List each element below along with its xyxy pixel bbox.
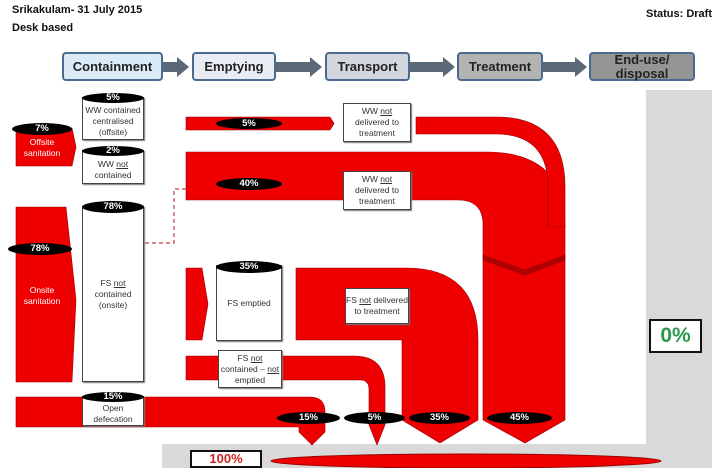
output-pct-1: 15% — [277, 412, 340, 424]
enduse-band — [646, 90, 712, 455]
status-label: Status: Draft — [645, 8, 712, 20]
step-containment: Containment — [62, 52, 163, 81]
open-defecation-pct: 15% — [82, 392, 144, 402]
offsite-pct: 7% — [12, 123, 72, 135]
flow-ww-5-b — [415, 116, 566, 228]
fs-not-emptied-box: FS not contained – not emptied — [218, 350, 282, 388]
dashed-connector — [145, 188, 186, 244]
step-enduse: End-use/ disposal — [589, 52, 695, 81]
open-defecation-box: Open defecation — [82, 396, 144, 426]
output-pct-2: 5% — [344, 412, 405, 424]
ww-not-contained-pct: 2% — [82, 146, 144, 156]
step-arrow — [163, 57, 189, 77]
step-treatment: Treatment — [457, 52, 543, 81]
emptying-arrow-shape — [185, 267, 209, 341]
bottom-red-ellipse — [270, 453, 662, 468]
ww5-pct: 5% — [216, 118, 282, 129]
ww5-box-label: WW not delivered to treatment — [355, 106, 399, 138]
ww40-box: WW not delivered to treatment — [343, 171, 411, 210]
open-defecation-label: Open defecation — [93, 403, 133, 424]
fs-not-contained-box: FS not contained (onsite) — [82, 206, 144, 382]
ww-centralised-label: WW contained centralised (offsite) — [85, 105, 141, 137]
step-arrow — [276, 57, 322, 77]
fs-emptied-label: FS emptied — [227, 297, 271, 308]
output-pct-3: 35% — [409, 412, 470, 424]
fs-not-delivered-box: FS not delivered to treatment — [345, 288, 409, 324]
ww-centralised-pct: 5% — [82, 93, 144, 103]
total-pct: 100% — [190, 450, 262, 468]
chevron-merge — [482, 254, 566, 276]
step-emptying: Emptying — [192, 52, 276, 81]
diagram-title: Srikakulam- 31 July 2015 — [12, 4, 143, 16]
offsite-label: Offsite sanitation — [23, 137, 61, 158]
output-pct-4: 45% — [487, 412, 552, 424]
fs-not-contained-pct: 78% — [82, 201, 144, 213]
fs-emptied-pct: 35% — [216, 261, 282, 273]
ww-centralised-box: WW contained centralised (offsite) — [82, 97, 144, 140]
fs-emptied-box: FS emptied — [216, 265, 282, 341]
ww40-pct: 40% — [216, 178, 282, 190]
fs-not-contained-label: FS not contained (onsite) — [94, 277, 132, 310]
onsite-label: Onsite sanitation — [23, 285, 61, 306]
step-transport: Transport — [325, 52, 410, 81]
step-arrow — [543, 57, 587, 77]
ww5-box: WW not delivered to treatment — [343, 103, 411, 142]
step-arrow — [410, 57, 455, 77]
diagram-subtitle: Desk based — [12, 22, 74, 34]
fs-not-delivered-label: FS not delivered to treatment — [346, 295, 408, 316]
flow-open-defecation — [15, 396, 326, 446]
fs-not-emptied-label: FS not contained – not emptied — [220, 352, 280, 385]
flow-fs-35 — [295, 267, 479, 444]
ww-not-contained-label: WW not contained — [94, 159, 132, 180]
enduse-pct: 0% — [649, 319, 702, 353]
ww40-box-label: WW not delivered to treatment — [355, 174, 399, 206]
onsite-pct: 78% — [8, 243, 72, 255]
